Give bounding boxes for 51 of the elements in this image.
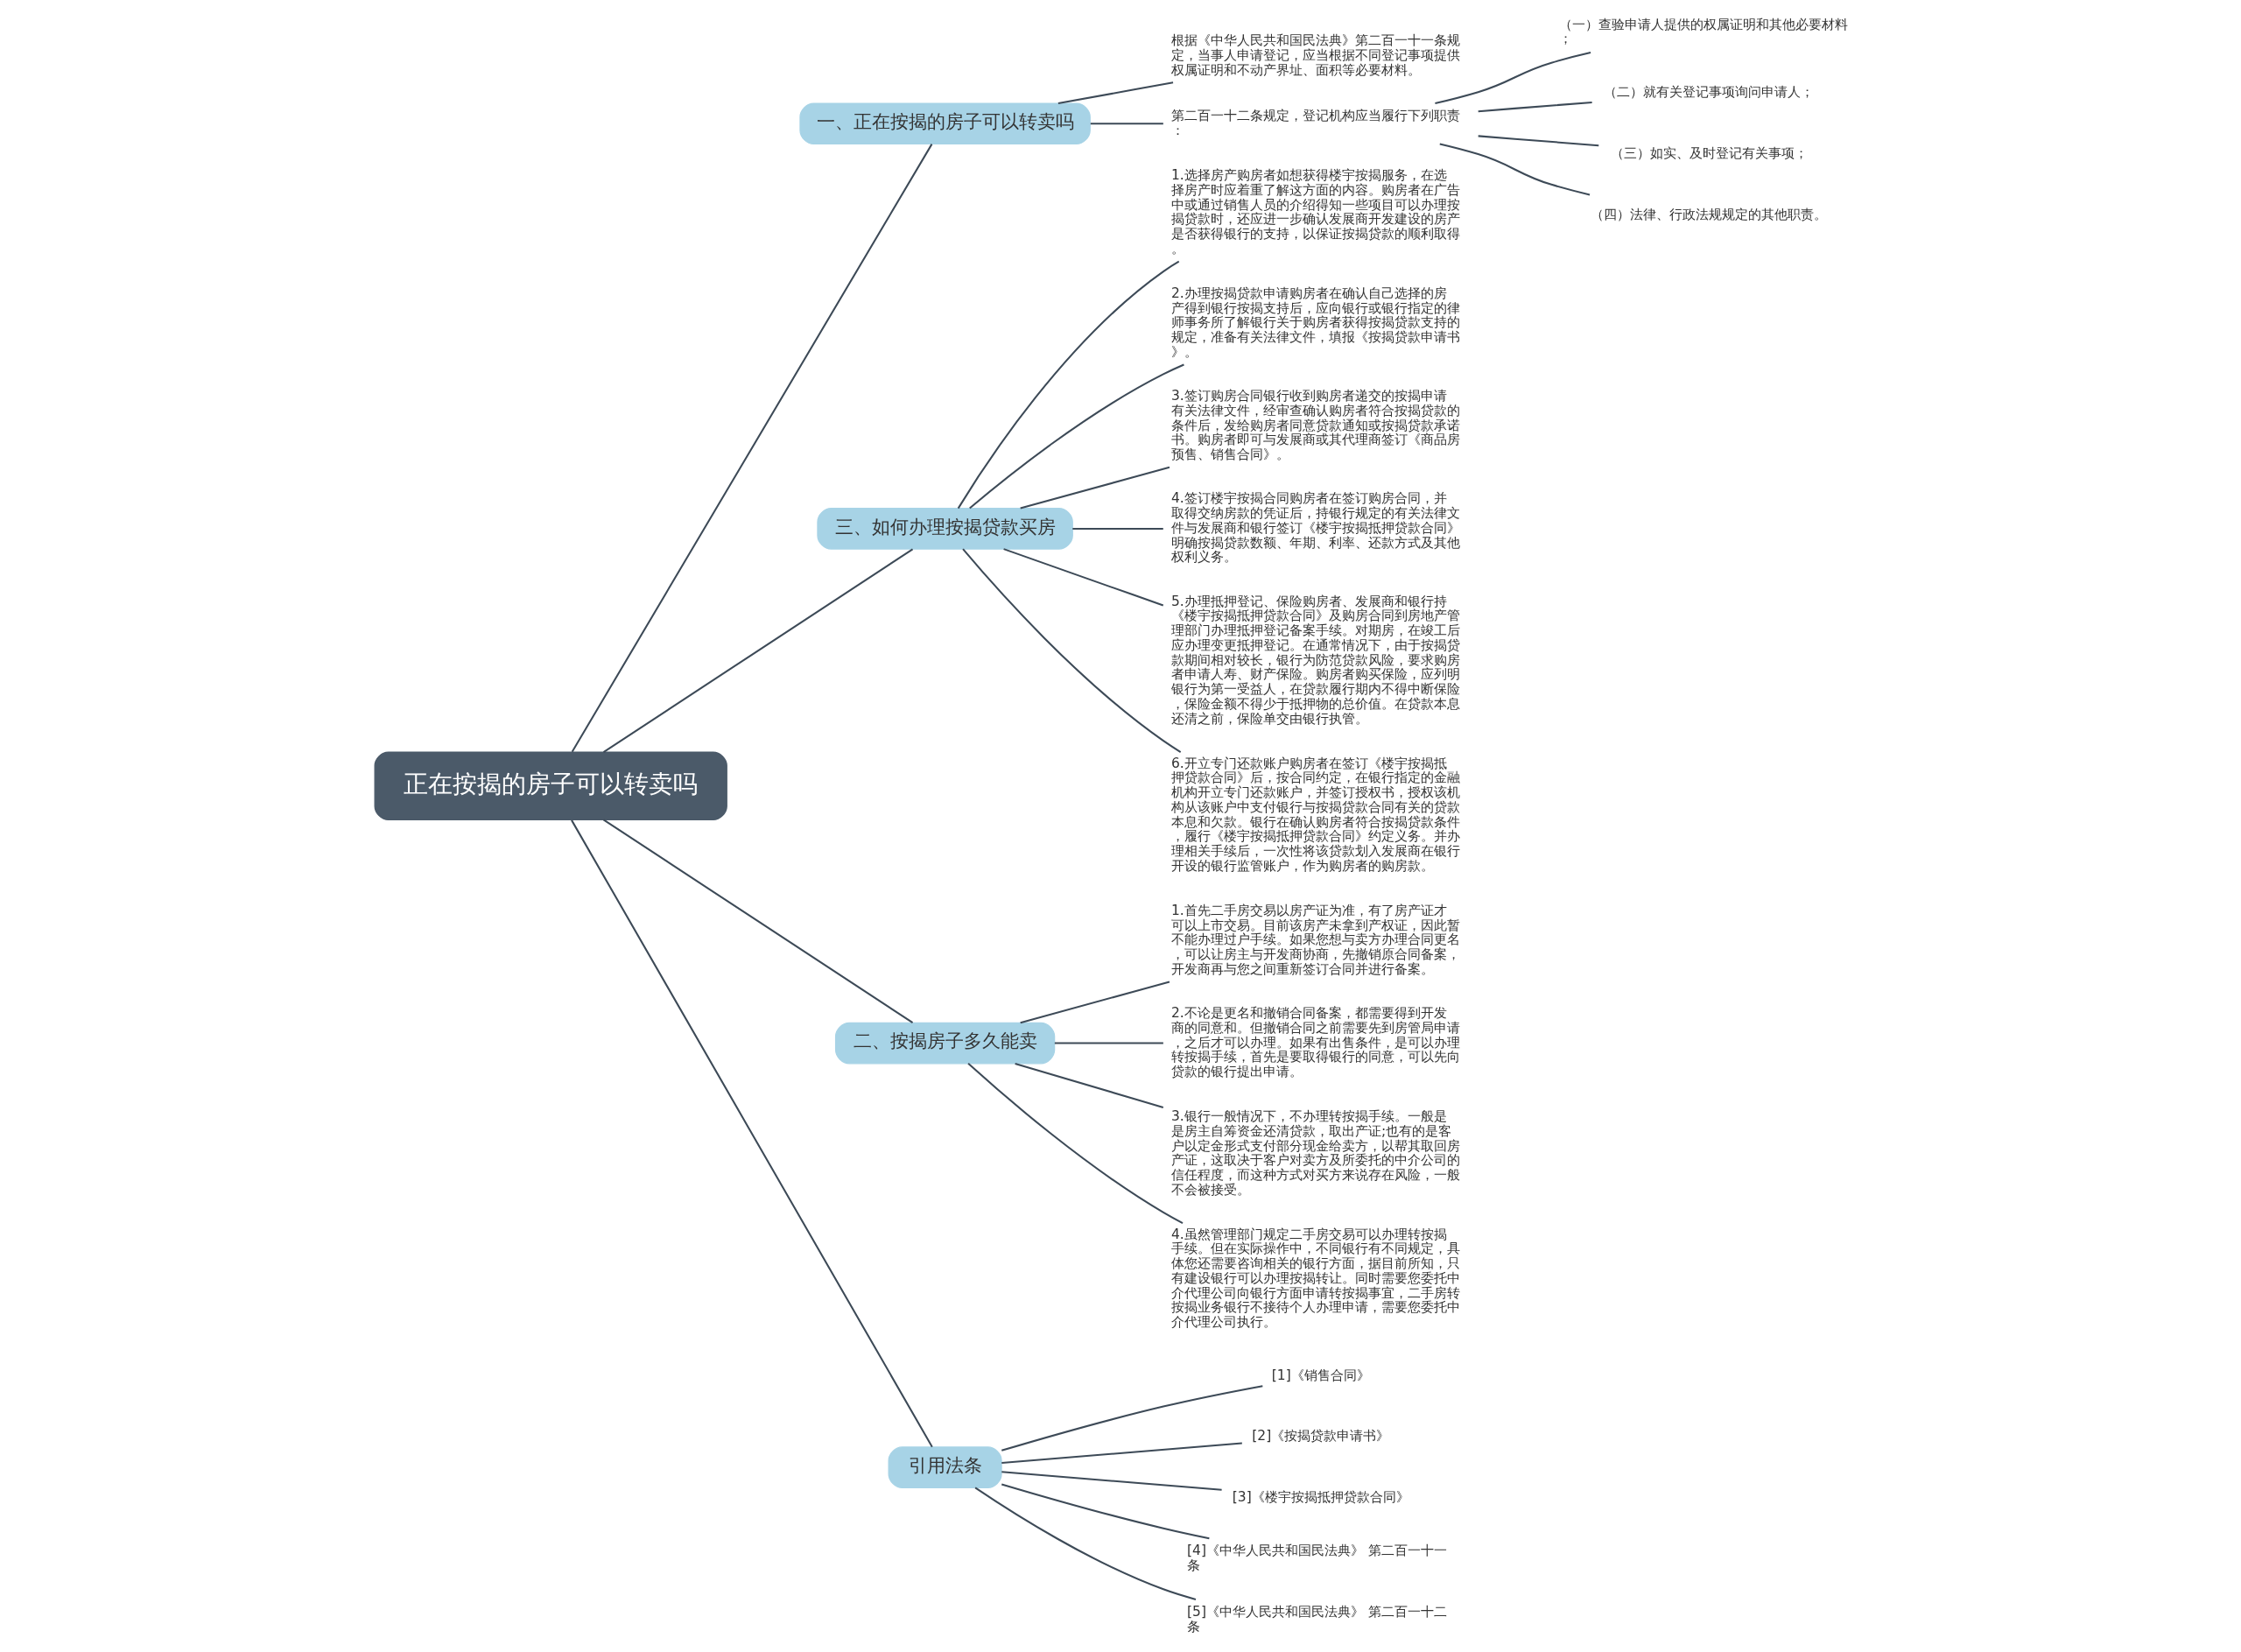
node-box: 引用法条 [888,1446,1002,1488]
connector [571,144,933,753]
node-text: 2.办理按揭贷款申请购房者在确认自己选择的房产得到银行按揭支持后，应向银行或银行指定的律师事务所了解银行关于购房者获得按揭贷款支持的规定，准备有关法律文件，填报《按揭贷款申请书》。 [1170,285,1460,360]
connector [967,1063,1184,1225]
connector [1001,1483,1210,1540]
connector [957,260,1180,510]
node-text: [5]《中华人民共和国民法典》 第二百一十二条 [1187,1603,1447,1634]
node-text: 5.办理抵押登记、保险购房者、发展商和银行持《楼宇按揭抵押贷款合同》及购房合同到房地产管理部门办理抵押登记备案手续。对期房，在竣工后应办理变更抵押登记。在通常情况下，由于按揭贷款期间相对较长，银行为防范贷款风险，要求购房者申请人寿、财产保险。购房者购买保险，应列明银行为第一受益人，在贷款履行期内不得中断保险，保险金额不得少于抵押物的总价值。在贷款本息还清之前，保险单交由银行执管。 [1170,593,1460,727]
node-text: 4.虽然管理部门规定二手房交易可以办理转按揭手续。但在实际操作中，不同银行有不同规定，具体您还需要咨询相关的银行方面，据目前所知，只有建设银行可以办理按揭转让。同时需要您委托中介代理公司向银行方面申请转按揭事宜，二手房转按揭业务银行不接待个人办理申请，需要您委托中介代理公司执行。 [1170,1226,1460,1331]
node-text: （四）法律、行政法规规定的其他职责。 [1591,206,1828,222]
node-box: 一、正在按揭的房子可以转卖吗 [799,102,1091,145]
connector [1435,52,1591,104]
connector [974,1487,1197,1600]
connector [602,548,914,753]
node-text: （二）就有关登记事项询问申请人； [1604,84,1815,101]
connector [1057,81,1174,105]
node-text: 2.不论是更名和撤销合同备案，都需要得到开发商的同意和。但撤销合同之前需要先到房管局申请，之后才可以办理。如果有出售条件，是可以办理转按揭手续，首先是要取得银行的同意，可以先向贷款的银行提出申请。 [1170,1005,1460,1080]
connector [1020,466,1170,510]
connector [1478,135,1599,147]
connector [1054,1042,1163,1044]
node-box: 二、按揭房子多久能卖 [834,1022,1056,1065]
connector [1090,123,1163,125]
connector [1015,1062,1164,1108]
node-text: 根据《中华人民共和国民法典》第二百一十一条规定，当事人申请登记，应当根据不同登记事项提供权属证明和不动产界址、面积等必要材料。 [1170,32,1460,78]
connector [1001,1471,1222,1491]
connector [1439,143,1591,196]
node-text: 3.银行一般情况下，不办理转按揭手续。一般是是房主自筹资金还清贷款，取出产证;也有的是客户以定金形式支付部分现金给卖方，以帮其取回房产证，这取决于客户对卖方及所委托的中介公司的信任程度，而这种方式对买方来说存在风险，一般不会被接受。 [1170,1107,1460,1198]
node-text: [4]《中华人民共和国民法典》 第二百一十一条 [1187,1543,1447,1573]
connector [1020,981,1170,1024]
node-text: （三）如实、及时登记有关事项； [1610,145,1808,162]
connector [1478,101,1592,113]
node-text: （一）查验申请人提供的权属证明和其他必要材料； [1559,16,1849,47]
connector [1072,527,1163,530]
node-text: [2]《按揭贷款申请书》 [1252,1428,1390,1445]
node-text: 1.首先二手房交易以房产证为准，有了房产证才可以上市交易。目前该房产未拿到产权证，因此暂不能办理过户手续。如果您想与卖方办理合同更名，可以让房主与开发商协商，先撤销原合同备案，开发商再与您之间重新签订合同并进行备案。 [1170,902,1460,977]
connector [571,819,933,1448]
connector [1001,1385,1263,1452]
node-box: 正在按揭的房子可以转卖吗 [374,751,727,821]
node-text: 1.选择房产购房者如想获得楼宇按揭服务，在选择房产时应着重了解这方面的内容。购房者在广告中或通过销售人员的介绍得知一些项目可以办理按揭贷款时，还应进一步确认发展商开发建设的房产是否获得银行的支持，以保证按揭贷款的顺利取得。 [1170,167,1460,257]
node-text: [1]《销售合同》 [1271,1367,1370,1383]
node-text: 6.开立专门还款账户购房者在签订《楼宇按揭抵押贷款合同》后，按合同约定，在银行指定的金融机构开立专门还款账户，并签订授权书，授权该机构从该账户中支付银行与按揭贷款合同有关的贷款本息和欠款。银行在确认购房者符合按揭贷款条件，履行《楼宇按揭抵押贷款合同》约定义务。并办理相关手续后，一次性将该贷款划入发展商在银行开设的银行监管账户，作为购房者的购房款。 [1170,755,1460,874]
node-text: [3]《楼宇按揭抵押贷款合同》 [1232,1488,1409,1505]
node-box: 三、如何办理按揭贷款买房 [817,508,1073,550]
connector [1003,548,1164,607]
node-text: 第二百一十二条规定，登记机构应当履行下列职责： [1170,107,1460,138]
connector [1001,1442,1242,1464]
connector [969,363,1184,510]
connector [962,548,1182,753]
node-text: 4.签订楼宇按揭合同购房者在签订购房合同，并取得交纳房款的凭证后，持银行规定的有关法律文件与发展商和银行签订《楼宇按揭抵押贷款合同》明确按揭贷款数额、年期、利率、还款方式及其他权利义务。 [1170,490,1460,566]
connector [602,819,914,1023]
node-text: 3.签订购房合同银行收到购房者递交的按揭申请有关法律文件，经审查确认购房者符合按揭贷款的条件后，发给购房者同意贷款通知或按揭贷款承诺书。购房者即可与发展商或其代理商签订《商品房预售、销售合同》。 [1170,388,1460,463]
